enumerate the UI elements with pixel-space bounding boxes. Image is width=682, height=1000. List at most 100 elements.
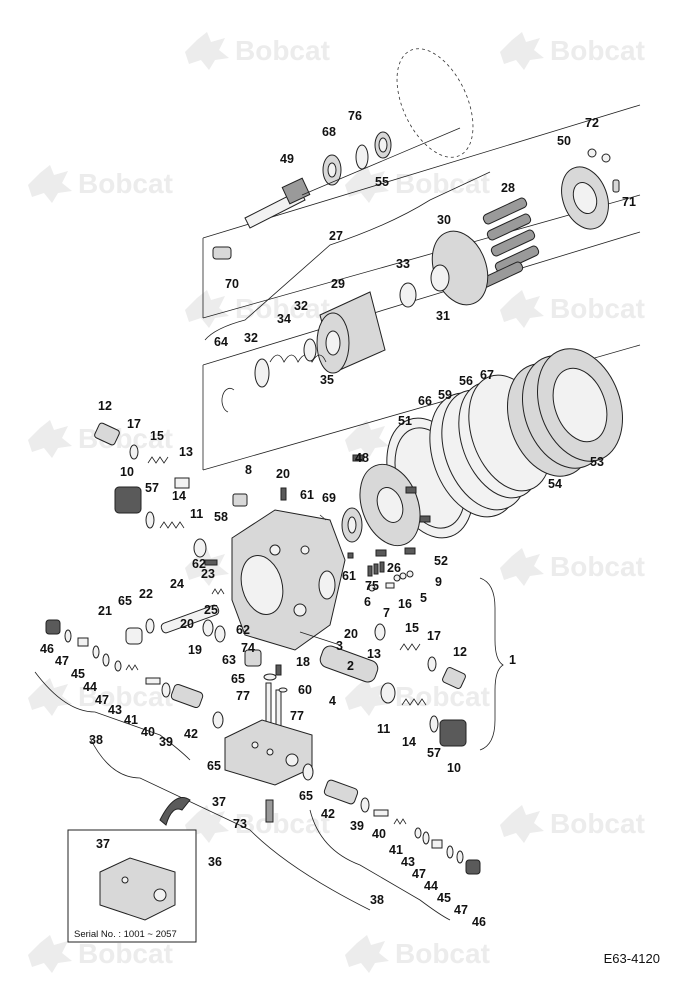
watermark-text: Bobcat [550, 35, 645, 66]
label-49: 49 [280, 152, 294, 166]
label-20-left: 20 [180, 617, 194, 631]
label-4: 4 [329, 694, 336, 708]
label-76: 76 [348, 109, 362, 123]
label-23: 23 [201, 567, 215, 581]
watermark-text: Bobcat [78, 168, 173, 199]
lower-block-group [224, 664, 313, 823]
cartridge-42-left [170, 683, 204, 709]
figure-code: E63-4120 [603, 951, 660, 966]
snap-ring-64 [221, 388, 235, 413]
plug-10-left [114, 486, 142, 514]
spool-22 [160, 604, 220, 634]
label-75: 75 [365, 579, 379, 593]
label-62-mid: 62 [236, 623, 250, 637]
plug-8 [232, 493, 248, 507]
brake-ring-stack [386, 348, 624, 539]
spring-34 [269, 354, 327, 363]
plug-21 [125, 627, 143, 645]
o-ring-65-lower-left [212, 711, 224, 729]
label-60: 60 [298, 683, 312, 697]
label-71: 71 [622, 195, 636, 209]
o-ring-47-left [64, 629, 72, 643]
main-housing [231, 509, 346, 651]
label-43-right: 43 [401, 855, 415, 869]
label-33: 33 [396, 257, 410, 271]
washer-19 [202, 619, 214, 637]
label-56: 56 [459, 374, 473, 388]
label-15-left: 15 [150, 429, 164, 443]
label-72: 72 [585, 116, 599, 130]
watermark-text: Bobcat [550, 808, 645, 839]
label-12-left: 12 [98, 399, 112, 413]
label-44-left: 44 [83, 680, 97, 694]
label-6: 6 [364, 595, 371, 609]
bolt-73 [265, 799, 274, 823]
label-45-right: 45 [437, 891, 451, 905]
o-ring-47-mid-left [102, 653, 110, 667]
label-77-left: 77 [236, 689, 250, 703]
label-64: 64 [214, 335, 228, 349]
watermark-text: Bobcat [78, 423, 173, 454]
cylinder-block-29 [316, 291, 386, 374]
label-67: 67 [480, 368, 494, 382]
spring-41-left [125, 664, 139, 671]
washer-32 [254, 358, 270, 388]
label-24: 24 [170, 577, 184, 591]
seal-39-left [161, 682, 171, 698]
o-ring-57-left [145, 511, 155, 529]
piston-set-28 [478, 197, 540, 289]
o-ring-65-mid [263, 673, 277, 681]
label-73: 73 [233, 817, 247, 831]
inset-serial-text: Serial No. : 1001 ~ 2057 [74, 929, 177, 940]
spool-assembly [299, 623, 467, 747]
label-15-right: 15 [405, 621, 419, 635]
label-25: 25 [204, 603, 218, 617]
inset-box: 37 Serial No. : 1001 ~ 2057 [67, 829, 197, 943]
label-32-top: 32 [294, 299, 308, 313]
label-36: 36 [208, 855, 222, 869]
seat-13-right [374, 623, 386, 641]
brake-piston-48 [352, 454, 431, 557]
plug-46-left [45, 619, 61, 635]
o-ring-47-mid-right [422, 831, 430, 845]
label-47-d: 47 [454, 903, 468, 917]
bracket-27 [204, 171, 491, 341]
label-10-right: 10 [447, 761, 461, 775]
left-lower-valve-train [45, 619, 224, 729]
spring-24 [211, 588, 225, 595]
label-57-left: 57 [145, 481, 159, 495]
label-47-c: 47 [412, 867, 426, 881]
poppet-40-left [145, 677, 161, 685]
bracket-1 [479, 577, 504, 751]
output-shaft-group [212, 127, 461, 260]
assembly-frame [202, 104, 641, 471]
label-47-a: 47 [55, 654, 69, 668]
label-37: 37 [212, 795, 226, 809]
label-68: 68 [322, 125, 336, 139]
ball-72 [587, 148, 597, 158]
label-38-right: 38 [370, 893, 384, 907]
label-7: 7 [383, 606, 390, 620]
spring-15-right [399, 643, 421, 651]
label-17-right: 17 [427, 629, 441, 643]
watermark-text: Bobcat [78, 681, 173, 712]
inset-arrow [159, 797, 191, 826]
label-28: 28 [501, 181, 515, 195]
label-39-right: 39 [350, 819, 364, 833]
piston-11-left [193, 538, 207, 558]
nut-44-right [431, 839, 443, 849]
bracket-38-right [309, 809, 451, 921]
plug-10-right [439, 719, 467, 747]
label-50: 50 [557, 134, 571, 148]
spring-14-left [159, 521, 185, 529]
o-ring-17-left [129, 444, 139, 460]
label-27: 27 [329, 229, 343, 243]
label-40-right: 40 [372, 827, 386, 841]
callout-labels: 1 2 3 4 5 6 7 8 9 10 10 11 11 12 12 13 1… [40, 109, 636, 929]
label-14-left: 14 [172, 489, 186, 503]
cartridge-42-right [323, 779, 359, 805]
ball-guide-31 [430, 264, 450, 292]
watermark-text: Bobcat [235, 808, 330, 839]
shaft-spline [281, 177, 311, 205]
